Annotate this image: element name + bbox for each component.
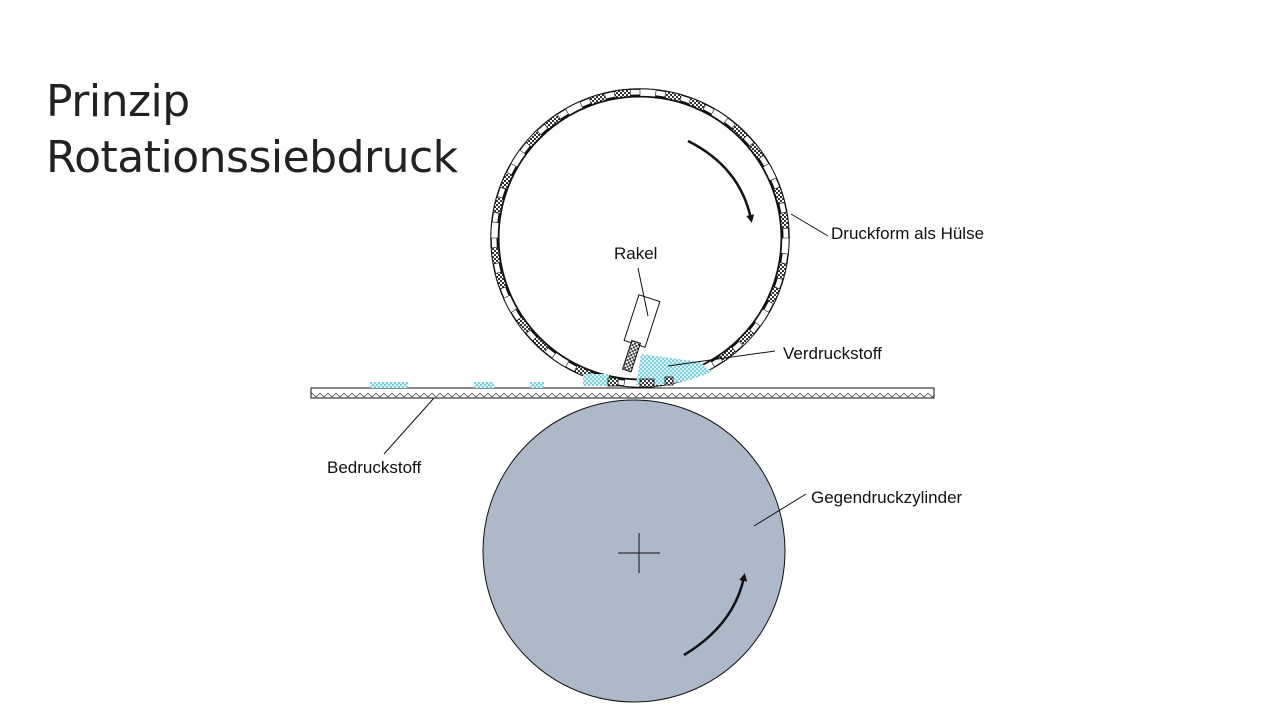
ink-nip-left (583, 374, 609, 386)
squeegee (607, 294, 674, 388)
sleeve-segment (491, 247, 501, 265)
substrate-strip (310, 387, 935, 399)
sleeve-segment (499, 171, 513, 190)
squeegee-blade (621, 339, 642, 373)
impression-cylinder-body (482, 399, 786, 703)
leader-substrate (383, 397, 435, 455)
ink-wedge (636, 354, 712, 385)
sleeve-mesh-segments (490, 88, 790, 388)
label-sleeve: Druckform als Hülse (831, 224, 984, 243)
leader-ink (667, 350, 776, 367)
sleeve-segment (490, 221, 500, 239)
ink-deposit (474, 382, 494, 388)
label-substrate: Bedruckstoff (327, 458, 421, 477)
label-squeegee: Rakel (614, 244, 657, 263)
ink-reservoir (583, 354, 712, 386)
title-line-1: Prinzip (46, 76, 190, 127)
squeegee-holder (623, 294, 661, 348)
sleeve-segment (532, 335, 550, 353)
label-ink: Verdruckstoff (783, 344, 882, 363)
sleeve-segment (754, 308, 770, 327)
sleeve-segment (492, 196, 505, 214)
sleeve-segment (773, 186, 786, 205)
sleeve-segment (503, 294, 518, 313)
sleeve-segment (780, 237, 790, 255)
sleeve-segment (565, 101, 584, 116)
leader-sleeve (790, 213, 829, 237)
ink-deposit (530, 382, 544, 388)
mesh-detail (664, 376, 674, 386)
sleeve-segment (710, 108, 729, 124)
sleeve-segment (688, 97, 707, 111)
title-line-2: Rotationssiebdruck (46, 132, 458, 183)
sleeve-segment (762, 163, 777, 182)
sleeve-segment (588, 92, 607, 105)
sleeve-segment (551, 352, 570, 368)
sleeve-segment (510, 149, 526, 168)
impression-cylinder (482, 399, 786, 703)
sleeve-segment (748, 141, 765, 160)
sleeve-segment (515, 316, 532, 335)
sleeve-segment (775, 262, 788, 280)
label-impression-cylinder: Gegendruckzylinder (811, 488, 963, 507)
mesh-detail (639, 378, 655, 388)
sleeve-segment (664, 90, 682, 103)
sleeve-segment (543, 113, 562, 130)
sleeve-segment (525, 130, 543, 148)
leader-squeegee (637, 267, 649, 317)
sleeve-segment (639, 88, 657, 98)
page-title: Prinzip Rotationssiebdruck (46, 74, 458, 186)
sleeve-segment (779, 211, 789, 229)
sleeve-segment (494, 271, 507, 290)
mesh-detail (607, 377, 619, 387)
impression-rotation-arrow (683, 573, 748, 657)
sleeve-segment (767, 286, 781, 305)
leader-impression-cylinder (753, 493, 807, 527)
sleeve-segment (613, 89, 631, 99)
sleeve-rotation-arrow (687, 139, 755, 223)
ink-deposit (370, 382, 408, 388)
sleeve-segment (730, 123, 748, 141)
substrate (310, 382, 935, 399)
sleeve-segment (737, 328, 755, 346)
